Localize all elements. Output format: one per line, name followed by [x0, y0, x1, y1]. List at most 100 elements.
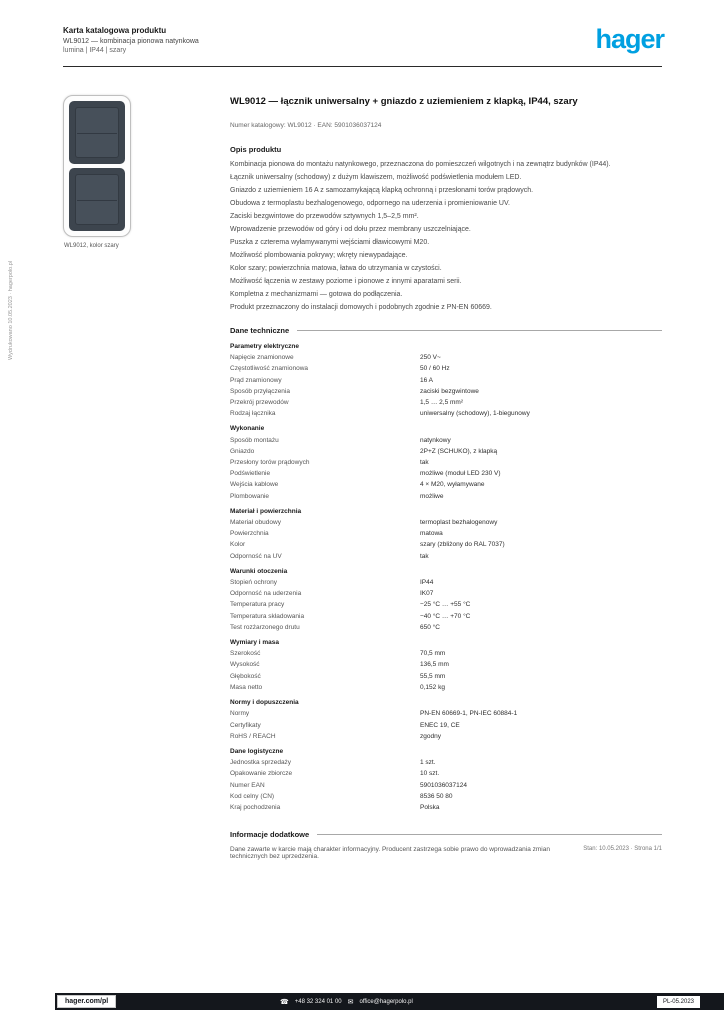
spec-value: PN-EN 60669-1, PN-IEC 60884-1 — [420, 710, 518, 718]
spec-value: 50 / 60 Hz — [420, 365, 450, 373]
spec-label: Głębokość — [230, 672, 261, 680]
spec-row: Numer EAN 5901036037124 — [230, 782, 662, 790]
spec-row: Normy i dopuszczenia — [230, 699, 662, 707]
socket-module — [69, 168, 125, 231]
feature-line: Łącznik uniwersalny (schodowy) z dużym k… — [230, 174, 522, 181]
spec-row: Wykonanie — [230, 425, 662, 433]
spec-row: Kod celny (CN) 8536 50 80 — [230, 793, 662, 801]
spec-value: możliwe (moduł LED 230 V) — [420, 470, 501, 478]
side-print-note: Wydrukowano 10.05.2023 · hagerpolo.pl — [8, 260, 14, 360]
technical-data-title: Dane techniczne — [230, 326, 290, 335]
feature-line: Gniazdo z uziemieniem 16 A z samozamykaj… — [230, 187, 534, 194]
spec-row: Masa netto 0,152 kg — [230, 684, 662, 692]
spec-row: Wymiary i masa — [230, 639, 662, 647]
spec-label: Dane logistyczne — [230, 747, 284, 755]
product-subtitle: Numer katalogowy: WL9012 · EAN: 59010360… — [230, 122, 382, 129]
website-link[interactable]: hager.com/pl — [57, 995, 117, 1008]
spec-label: Jednostka sprzedaży — [230, 759, 292, 767]
spec-row: Dane logistyczne — [230, 748, 662, 756]
spec-label: Masa netto — [230, 683, 263, 691]
spec-label: Materiał obudowy — [230, 519, 281, 527]
spec-value: 250 V~ — [420, 354, 441, 362]
spec-row: Jednostka sprzedaży 1 szt. — [230, 759, 662, 767]
spec-row: Materiał obudowy termoplast bezhalogenow… — [230, 519, 662, 527]
spec-row: Szerokość 70,5 mm — [230, 650, 662, 658]
spec-row: Certyfikaty ENEC 19, CE — [230, 722, 662, 730]
spec-value: 8536 50 80 — [420, 792, 453, 800]
spec-row: Odporność na UV tak — [230, 553, 662, 561]
spec-label: Napięcie znamionowe — [230, 354, 294, 362]
spec-label: Sposób przyłączenia — [230, 387, 290, 395]
spec-row: Napięcie znamionowe 250 V~ — [230, 354, 662, 362]
note-meta: Stan: 10.05.2023 · Strona 1/1 — [583, 846, 662, 853]
note-row: Dane zawarte w karcie mają charakter inf… — [230, 846, 662, 860]
hager-logo: hager — [595, 24, 665, 54]
spec-value: IP44 — [420, 579, 434, 587]
spec-row: Temperatura pracy −25 °C … +55 °C — [230, 601, 662, 609]
technical-data-rule — [297, 330, 662, 331]
spec-value: tak — [420, 552, 429, 560]
switch-module — [69, 101, 125, 164]
spec-value: 16 A — [420, 376, 434, 384]
spec-label: Warunki otoczenia — [230, 567, 288, 575]
features-heading: Opis produktu — [230, 145, 282, 154]
spec-row: Głębokość 55,5 mm — [230, 673, 662, 681]
spec-label: Kraj pochodzenia — [230, 803, 281, 811]
footer-version-box: PL-05.2023 — [656, 995, 700, 1008]
spec-value: 650 °C — [420, 623, 440, 631]
spec-label: Normy — [230, 710, 250, 718]
spec-row: Rodzaj łącznika uniwersalny (schodowy), … — [230, 410, 662, 418]
spec-row: Opakowanie zbiorcze 10 szt. — [230, 770, 662, 778]
footer-email: office@hagerpolo.pl — [359, 998, 413, 1005]
spec-row: Sposób przyłączenia zaciski bezgwintowe — [230, 388, 662, 396]
spec-label: Wysokość — [230, 661, 260, 669]
phone-icon: ☎ — [280, 998, 289, 1006]
spec-label: Certyfikaty — [230, 721, 261, 729]
spec-value: 10 szt. — [420, 770, 440, 778]
technical-data-section: Dane techniczne Parametry elektryczne Na… — [230, 326, 662, 812]
spec-label: Częstotliwość znamionowa — [230, 365, 309, 373]
spec-value: 1 szt. — [420, 759, 436, 767]
spec-row: Sposób montażu natynkowy — [230, 437, 662, 445]
footer-phone: +48 32 324 01 00 — [294, 998, 342, 1005]
notes-section: Informacje dodatkowe Dane zawarte w karc… — [230, 830, 662, 860]
spec-value: uniwersalny (schodowy), 1-biegunowy — [420, 410, 530, 418]
spec-row: Materiał i powierzchnia — [230, 508, 662, 516]
spec-label: Rodzaj łącznika — [230, 410, 276, 418]
feature-line: Kompletna z mechanizmami — gotowa do pod… — [230, 291, 403, 298]
product-image — [63, 95, 131, 237]
spec-row: Temperatura składowania −40 °C … +70 °C — [230, 613, 662, 621]
document-subline: lumina | IP44 | szary — [63, 47, 127, 54]
spec-label: Normy i dopuszczenia — [230, 699, 299, 707]
spec-label: Kolor — [230, 541, 246, 549]
notes-rule — [317, 834, 662, 836]
header-divider — [63, 66, 662, 67]
spec-table: Parametry elektryczne Napięcie znamionow… — [230, 343, 662, 812]
document-info: Karta katalogowa produktu WL9012 — kombi… — [63, 26, 199, 54]
spec-row: Parametry elektryczne — [230, 343, 662, 351]
main-content: WL9012 — łącznik uniwersalny + gniazdo z… — [230, 95, 662, 860]
feature-line: Możliwość plombowania pokrywy; wkręty ni… — [230, 252, 408, 259]
spec-value: 136,5 mm — [420, 661, 449, 669]
note-text: Dane zawarte w karcie mają charakter inf… — [230, 846, 550, 861]
spec-label: Stopień ochrony — [230, 579, 277, 587]
technical-data-header: Dane techniczne — [230, 326, 662, 335]
spec-value: 55,5 mm — [420, 672, 446, 680]
footer-bar: hager.com/pl ☎ +48 32 324 01 00 ✉ office… — [55, 993, 724, 1010]
spec-value: 4 × M20, wyłamywane — [420, 481, 485, 489]
spec-row: Normy PN-EN 60669-1, PN-IEC 60884-1 — [230, 710, 662, 718]
feature-line: Możliwość łączenia w zestawy poziome i p… — [230, 278, 462, 285]
spec-row: Powierzchnia matowa — [230, 530, 662, 538]
spec-row: Plombowanie możliwe — [230, 493, 662, 501]
spec-label: Wejścia kablowe — [230, 481, 279, 489]
spec-row: Podświetlenie możliwe (moduł LED 230 V) — [230, 470, 662, 478]
spec-value: natynkowy — [420, 436, 451, 444]
spec-label: Test rozżarzonego drutu — [230, 623, 300, 631]
feature-line: Kombinacja pionowa do montażu natynkoweg… — [230, 161, 611, 168]
spec-label: Powierzchnia — [230, 530, 269, 538]
feature-line: Obudowa z termoplastu bezhalogenowego, o… — [230, 200, 510, 207]
spec-label: Szerokość — [230, 650, 261, 658]
spec-label: Kod celny (CN) — [230, 792, 275, 800]
spec-value: ENEC 19, CE — [420, 721, 460, 729]
spec-row: Wejścia kablowe 4 × M20, wyłamywane — [230, 481, 662, 489]
